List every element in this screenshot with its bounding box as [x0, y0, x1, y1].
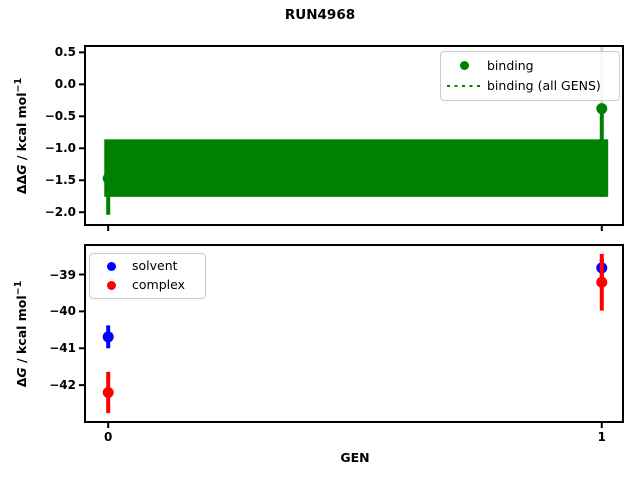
top-plot-legend: binding binding (all GENS) [440, 51, 620, 101]
legend-entry-solvent: solvent [90, 260, 205, 273]
solvent-dot-icon [90, 262, 132, 272]
data-point-complex-gen1 [596, 276, 608, 288]
complex-dot-icon [90, 280, 132, 290]
legend-label-complex: complex [132, 277, 185, 293]
bottom-plot-legend: solvent complex [89, 253, 206, 299]
legend-entry-binding: binding [441, 57, 619, 73]
data-point-solvent-gen0 [102, 331, 114, 343]
dotted-line-icon [441, 85, 487, 88]
data-point-binding-gen1 [596, 103, 608, 115]
legend-entry-complex: complex [90, 279, 205, 292]
legend-label-binding-all-gens: binding (all GENS) [487, 77, 601, 93]
legend-entry-binding-all-gens: binding (all GENS) [441, 77, 619, 93]
plot-frame-0 [84, 45, 624, 226]
legend-label-solvent: solvent [132, 258, 178, 274]
data-point-complex-gen0 [102, 387, 114, 398]
plot-frame-1 [84, 244, 624, 423]
confidence-band-all-gens [104, 139, 609, 197]
binding-dot-icon [441, 61, 487, 71]
data-point-binding-gen0 [102, 172, 114, 184]
legend-label-binding: binding [487, 57, 534, 73]
